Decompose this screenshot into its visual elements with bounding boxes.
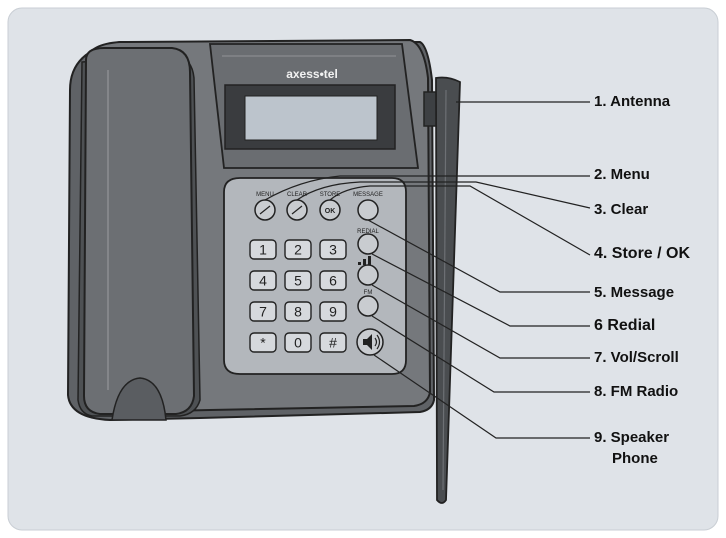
digit-key-label: 8 [294,304,302,320]
digit-key-label: # [329,335,337,351]
ok-key-label: OK [325,208,336,215]
digit-key-label: * [260,335,266,351]
digit-key[interactable]: 4 [250,271,276,290]
digit-key-label: 4 [259,273,267,289]
digit-key[interactable]: 0 [285,333,311,352]
brand-logo: axess•tel [286,67,338,81]
callout-vol-scroll: 7. Vol/Scroll [594,349,679,367]
digit-key-label: 3 [329,242,337,258]
digit-key-label: 6 [329,273,337,289]
fm-key-label: FM [364,290,373,296]
callout-redial: 6 Redial [594,317,655,335]
digit-key[interactable]: 3 [320,240,346,259]
vol-scroll-key[interactable] [358,265,378,285]
callout-speaker-line1: 9. Speaker [594,429,669,447]
digit-key[interactable]: 6 [320,271,346,290]
callout-clear: 3. Clear [594,201,648,219]
digit-key-label: 5 [294,273,302,289]
callout-store-ok: 4. Store / OK [594,245,690,263]
digit-key[interactable]: # [320,333,346,352]
digit-key[interactable]: 9 [320,302,346,321]
digit-key-label: 0 [294,335,302,351]
digit-key[interactable]: 8 [285,302,311,321]
digit-key[interactable]: 5 [285,271,311,290]
digit-key[interactable]: 1 [250,240,276,259]
callout-antenna: 1. Antenna [594,93,670,111]
digit-key-label: 9 [329,304,337,320]
handset [84,48,194,414]
fm-radio-key[interactable] [358,296,378,316]
redial-key[interactable] [358,234,378,254]
callout-message: 5. Message [594,284,674,302]
digit-key[interactable]: * [250,333,276,352]
digit-key-label: 1 [259,242,267,258]
message-key[interactable] [358,200,378,220]
digit-key-label: 2 [294,242,302,258]
message-key-label: MESSAGE [353,192,383,198]
lcd-screen [245,96,377,140]
digit-key[interactable]: 2 [285,240,311,259]
callout-speaker-line2: Phone [612,450,658,468]
digit-key-label: 7 [259,304,267,320]
callout-menu: 2. Menu [594,166,650,184]
digit-key[interactable]: 7 [250,302,276,321]
callout-fm-radio: 8. FM Radio [594,383,678,401]
